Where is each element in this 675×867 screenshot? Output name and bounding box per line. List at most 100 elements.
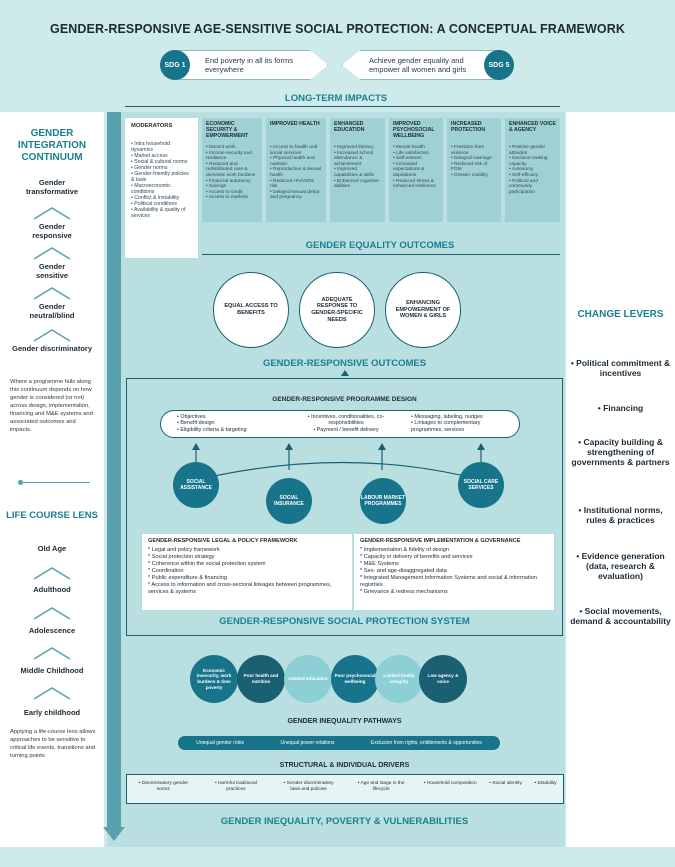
- impact-education: ENHANCED EDUCATION • Improved literacy •…: [330, 118, 385, 222]
- moderator-item: • Market access: [131, 153, 168, 159]
- impl-item: * Grievance & redress mechanisms: [360, 589, 448, 595]
- impact-title: IMPROVED HEALTH: [270, 121, 320, 127]
- impact-title: ENHANCED VOICE & AGENCY: [509, 121, 556, 133]
- impact-voice: ENHANCED VOICE & AGENCY • Positive gende…: [505, 118, 560, 222]
- pathway-health: Poor health and nutrition: [237, 655, 285, 703]
- legal-item: * Coordination: [148, 568, 184, 574]
- impact-item: • Reduced HIV/AIDS risk: [270, 178, 315, 190]
- impact-item: • Enhanced cognitive abilities: [334, 178, 379, 190]
- impact-title: ENHANCED EDUCATION: [334, 121, 365, 133]
- continuum-level: Gender transformative: [25, 178, 79, 196]
- outcome-equal-access: EQUAL ACCESS TO BENEFITS: [213, 272, 289, 348]
- implementation-title: GENDER-RESPONSIVE IMPLEMENTATION & GOVER…: [360, 538, 521, 544]
- legal-item: * Coherence within the social protection…: [148, 561, 266, 567]
- impact-item: • Political and community participation: [509, 178, 538, 195]
- outcome-empowerment: ENHANCING EMPOWERMENT OF WOMEN & GIRLS: [385, 272, 461, 348]
- gender-equality-outcomes-title: GENDER EQUALITY OUTCOMES: [305, 240, 455, 251]
- implementation-box: GENDER-RESPONSIVE IMPLEMENTATION & GOVER…: [354, 534, 554, 610]
- moderator-item: • Gender-friendly policies & laws: [131, 171, 189, 183]
- design-col1: • Objectives • Benefit design • Eligibil…: [177, 414, 277, 433]
- sdg5-badge: SDG 5: [484, 50, 514, 80]
- chevron-up-icon: [33, 687, 71, 700]
- legal-item: * Public expenditure & financing: [148, 575, 227, 581]
- outcomes-divider: [202, 254, 560, 255]
- continuum-level: Gender discriminatory: [11, 344, 93, 353]
- driver-item: • Age and stage in the lifecycle: [357, 781, 405, 792]
- impact-item: • Greater mobility: [451, 172, 488, 178]
- sdg1-text: End poverty in all its forms everywhere: [205, 56, 293, 74]
- pathway-bar-item: Unequal power relations: [280, 740, 335, 746]
- change-levers-title: CHANGE LEVERS: [577, 309, 664, 320]
- life-stage: Adulthood: [33, 585, 71, 594]
- drivers-title: STRUCTURAL & INDIVIDUAL DRIVERS: [279, 762, 410, 769]
- moderator-item: • Conflict & instability: [131, 195, 180, 201]
- chevron-up-icon: [33, 287, 71, 300]
- chevron-up-icon: [33, 329, 71, 342]
- design-col2: • Incentives, conditionalities, co-respo…: [291, 414, 401, 433]
- pathway-bar: Unequal gender roles Unequal power relat…: [178, 736, 500, 750]
- impact-item: • Life satisfaction: [393, 150, 430, 156]
- life-stage: Old Age: [37, 544, 67, 553]
- continuum-title: GENDER INTEGRATION CONTINUUM: [17, 128, 87, 163]
- impact-item: • Savings: [206, 184, 227, 190]
- pathways-title: GENDER INEQUALITY PATHWAYS: [287, 718, 402, 725]
- continuum-note: Where a programme falls along this conti…: [10, 379, 93, 433]
- impl-item: * Capacity in delivery of benefits and s…: [360, 554, 473, 560]
- impl-item: * Implementation & fidelity of design: [360, 547, 449, 553]
- impact-item: • Decent work: [206, 145, 236, 150]
- moderator-item: • Availability & quality of services: [131, 207, 186, 219]
- pathway-bodily: Limited bodily integrity: [375, 655, 423, 703]
- driver-item: • Household composition: [423, 781, 477, 786]
- impacts-divider: [125, 106, 560, 107]
- life-course-note: Applying a life-course lens allows appro…: [10, 729, 96, 759]
- design-item: • Eligibility criteria & targeting: [177, 426, 247, 433]
- impact-item: • Mental health: [393, 145, 425, 150]
- lever-item: • Institutional norms, rules & practices: [578, 505, 663, 525]
- pathway-psychosocial: Poor psychosocial wellbeing: [331, 655, 379, 703]
- bar-arrow-icon: [103, 827, 125, 841]
- impact-item: • Freedom from violence: [451, 145, 485, 156]
- impact-item: • Improved literacy: [334, 145, 374, 150]
- impact-title: ECONOMIC SECURITY & EMPOWERMENT: [206, 121, 249, 139]
- moderator-item: • Social & cultural norms: [131, 159, 188, 165]
- impact-item: • Physical health and nutrition: [270, 156, 315, 167]
- outcome-adequate-response: ADEQUATE RESPONSE TO GENDER-SPECIFIC NEE…: [299, 272, 375, 348]
- lever-item: • Evidence generation (data, research & …: [576, 551, 665, 581]
- right-panel: [566, 112, 675, 847]
- moderator-item: • Political conditions: [131, 201, 177, 207]
- impact-title: INCREASED PROTECTION: [451, 121, 486, 133]
- impact-item: • Self-efficacy: [509, 172, 539, 178]
- design-item: • Incentives, conditionalities, co-respo…: [307, 414, 385, 427]
- lever-item: • Capacity building & strengthening of g…: [571, 437, 670, 467]
- lever-item: • Financing: [597, 403, 644, 413]
- chevron-up-icon: [33, 607, 71, 620]
- legal-item: * Access to information and cross-sector…: [148, 582, 332, 595]
- design-item: • Linkages to complementary programmes, …: [411, 420, 481, 433]
- impact-item: • Access to health and social services: [270, 145, 318, 156]
- chevron-up-icon: [33, 207, 71, 220]
- impl-item: * Sex- and age-disaggregated data: [360, 568, 447, 574]
- impact-item: • Reduced risk of FGM: [451, 161, 488, 173]
- left-divider: [20, 482, 90, 483]
- programme-social-assistance: SOCIAL ASSISTANCE: [173, 462, 219, 508]
- impl-item: * M&E Systems: [360, 561, 399, 567]
- upward-bar: [107, 112, 121, 827]
- programme-labour-market: LABOUR MARKET PROGRAMMES: [360, 478, 406, 524]
- impact-item: • Access to markets: [206, 195, 248, 201]
- impact-item: • Reduced stress & enhanced resilience: [393, 178, 436, 190]
- sdg1-box: End poverty in all its forms everywhere: [178, 50, 328, 80]
- moderators-box: MODERATORS • Intra household dynamics • …: [125, 118, 198, 258]
- pathway-education: Limited education: [284, 655, 332, 703]
- chevron-up-icon: [33, 247, 71, 260]
- chevron-up-icon: [33, 567, 71, 580]
- impact-item: • Delayed sexual debut and pregnancy: [270, 189, 320, 201]
- impact-item: • Self-esteem: [393, 156, 422, 162]
- bottom-title: GENDER INEQUALITY, POVERTY & VULNERABILI…: [220, 816, 469, 827]
- left-divider-dot: [18, 480, 23, 485]
- impact-psychosocial: IMPROVED PSYCHOSOCIAL WELLBEING • Mental…: [389, 118, 443, 222]
- moderators-title: MODERATORS: [131, 123, 173, 129]
- programme-design-pill: • Objectives • Benefit design • Eligibil…: [160, 410, 520, 438]
- driver-item: • Harmful traditional practices: [214, 781, 257, 792]
- life-course-title: LIFE COURSE LENS: [6, 510, 98, 521]
- impact-item: • Financial autonomy: [206, 178, 251, 184]
